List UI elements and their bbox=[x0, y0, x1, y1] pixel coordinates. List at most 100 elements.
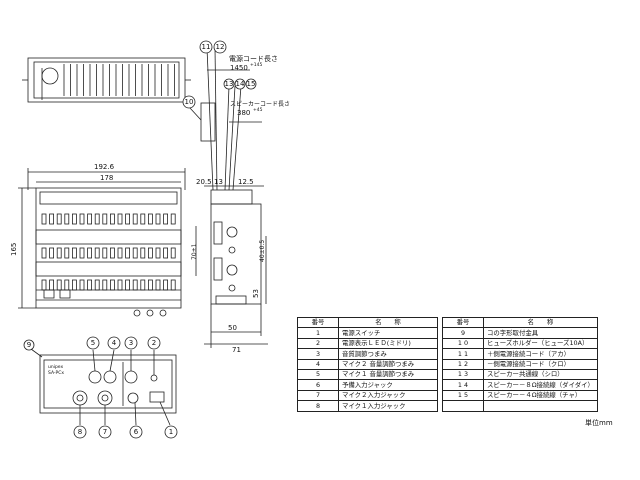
vent-slot bbox=[125, 279, 130, 291]
vent-slot bbox=[117, 247, 123, 259]
vent-slot bbox=[110, 247, 115, 259]
vent-slot bbox=[163, 247, 169, 259]
dim-70: 70±1 bbox=[191, 243, 198, 260]
vent-slot bbox=[41, 213, 47, 225]
vent-slot bbox=[87, 213, 92, 225]
side-view bbox=[195, 47, 268, 348]
vent-slot bbox=[155, 247, 161, 259]
callouts bbox=[23, 40, 257, 439]
callout-9: 9 bbox=[27, 341, 31, 349]
part-name: マイク１入力ジャック bbox=[338, 400, 438, 412]
vent-slot bbox=[140, 213, 146, 225]
vent-slot bbox=[41, 247, 47, 259]
vent-slot bbox=[56, 213, 62, 225]
dim-165: 165 bbox=[10, 243, 18, 256]
vent-slot bbox=[163, 279, 169, 291]
part-name: スピーカー－８Ω接続線（ダイダイ） bbox=[483, 379, 598, 391]
part-no: 7 bbox=[297, 389, 339, 402]
vent-slot bbox=[163, 213, 169, 225]
col-name-right: 名 称 bbox=[483, 316, 598, 329]
vent-slot bbox=[79, 247, 85, 259]
part-name: ＋側電源接続コード（アカ） bbox=[483, 348, 598, 360]
callout-6: 6 bbox=[134, 428, 139, 436]
vent-slot bbox=[170, 213, 176, 225]
cord-power-length: 1450 bbox=[230, 64, 248, 72]
vent-slot bbox=[132, 279, 138, 291]
vent-slot bbox=[102, 213, 108, 225]
callout-15: 15 bbox=[247, 80, 256, 88]
vent-slot bbox=[94, 247, 100, 259]
cord-power-tol: +145 bbox=[250, 62, 262, 68]
vent-slot bbox=[117, 279, 123, 291]
part-no: 1 2 bbox=[442, 358, 484, 370]
vent-slot bbox=[170, 279, 176, 291]
cord-speaker-length: 380 bbox=[237, 109, 250, 117]
part-no: 6 bbox=[297, 379, 339, 391]
part-name: 電源表示ＬＥＤ(ミドリ) bbox=[338, 337, 438, 350]
callout-8: 8 bbox=[78, 428, 82, 436]
part-no: 1 4 bbox=[442, 379, 484, 391]
vent-slot bbox=[64, 247, 70, 259]
dim-50: 50 bbox=[228, 324, 237, 332]
vent-slot bbox=[87, 279, 92, 291]
callout-13: 13 bbox=[225, 80, 234, 88]
part-no: 1 3 bbox=[442, 368, 484, 381]
part-name: 電源スイッチ bbox=[338, 327, 438, 339]
vent-slot bbox=[132, 213, 138, 225]
part-no: 9 bbox=[442, 327, 484, 339]
unit-label: 単位mm bbox=[585, 419, 613, 427]
dim-71: 71 bbox=[232, 346, 241, 354]
part-no: 1 1 bbox=[442, 348, 484, 360]
cord-power-label: 電源コード長さ bbox=[229, 54, 278, 63]
callout-1: 1 bbox=[169, 428, 173, 436]
vent-slot bbox=[155, 279, 161, 291]
vent-slot bbox=[56, 279, 62, 291]
callout-14: 14 bbox=[236, 80, 245, 88]
part-name: 音質調節つまみ bbox=[338, 348, 438, 360]
vent-slot bbox=[94, 213, 100, 225]
vent-slot bbox=[64, 279, 70, 291]
col-no-right: 番号 bbox=[442, 316, 484, 329]
part-no: 4 bbox=[297, 358, 339, 370]
callout-2: 2 bbox=[152, 339, 156, 347]
cord-speaker-tol: +45 bbox=[253, 107, 263, 113]
vent-slot bbox=[64, 213, 70, 225]
part-no: 5 bbox=[297, 368, 339, 381]
part-no: 3 bbox=[297, 348, 339, 360]
vent-slot bbox=[132, 247, 138, 259]
part-no bbox=[442, 400, 484, 412]
dim-178: 178 bbox=[100, 174, 113, 182]
vent-slot bbox=[49, 213, 54, 225]
part-no: 2 bbox=[297, 337, 339, 350]
vent-slot bbox=[140, 247, 146, 259]
part-no: 1 0 bbox=[442, 337, 484, 350]
vent-slot bbox=[170, 247, 176, 259]
callout-3: 3 bbox=[129, 339, 133, 347]
vent-slot bbox=[110, 213, 115, 225]
callout-10: 10 bbox=[185, 98, 194, 106]
part-no: 8 bbox=[297, 400, 339, 412]
vent-slot bbox=[140, 279, 146, 291]
top-view bbox=[22, 57, 191, 103]
vent-slot bbox=[102, 279, 108, 291]
vent-slot bbox=[94, 279, 100, 291]
vent-slot bbox=[125, 247, 130, 259]
vent-slot bbox=[49, 247, 54, 259]
dim-20-5: 20.5 bbox=[196, 178, 212, 186]
part-name: マイク２入力ジャック bbox=[338, 389, 438, 402]
part-name: コの字形取付金具 bbox=[483, 327, 598, 339]
dim-192: 192.6 bbox=[94, 163, 115, 171]
vent-slot bbox=[125, 213, 130, 225]
part-name: －側電源接続コード（クロ） bbox=[483, 358, 598, 370]
dim-13: 13 bbox=[214, 178, 223, 186]
callout-7: 7 bbox=[103, 428, 107, 436]
part-name bbox=[483, 400, 598, 412]
part-name: スピーカー共通線（シロ） bbox=[483, 368, 598, 381]
